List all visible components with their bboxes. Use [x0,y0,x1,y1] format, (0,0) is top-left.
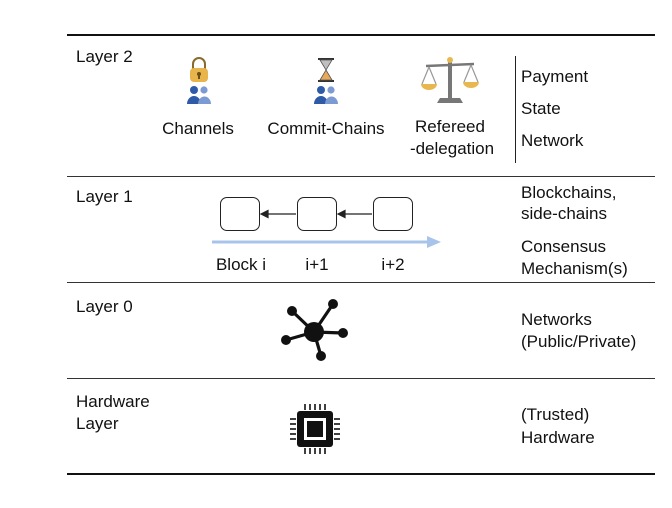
lock-users-icon [187,57,211,104]
chip-icon [290,404,340,454]
block-i-plus-2 [373,197,413,231]
layer1-name: Layer 1 [76,187,133,206]
layer2-name: Layer 2 [76,47,133,66]
block-i-label: Block i [215,255,267,274]
chain-arrow-2 [336,209,372,219]
layer1-right-a-2: side-chains [521,204,607,223]
block-i-plus-1 [297,197,337,231]
layer0-name: Layer 0 [76,297,133,316]
layer2-right-state: State [521,99,561,118]
technique-commit-chains-label: Commit-Chains [267,119,385,138]
layer0-right-1: Networks [521,310,592,329]
rule-hardware [67,378,655,379]
technique-channels-label: Channels [162,119,234,138]
hardware-right-2: Hardware [521,428,595,447]
layer1-right-b-2: Mechanism(s) [521,259,628,278]
block-i-plus-1-label: i+1 [305,255,329,274]
block-i-plus-2-label: i+2 [381,255,405,274]
bottom-rule [67,473,655,475]
layer2-separator [515,56,516,163]
rule-layer1 [67,176,655,177]
layer1-right-b-1: Consensus [521,237,607,256]
balance-scale-icon [421,57,479,103]
hourglass-users-icon [314,58,338,104]
time-arrow [212,236,441,248]
layer2-right-payment: Payment [521,67,589,86]
chain-arrow-1 [259,209,296,219]
hardware-name-2: Layer [76,414,119,433]
layer1-right-a-1: Blockchains, [521,183,617,202]
hardware-name-1: Hardware [76,392,150,411]
rule-layer0 [67,282,655,283]
layer0-right-2: (Public/Private) [521,332,637,351]
technique-refereed-label-1: Refereed [415,117,485,136]
top-rule [67,34,655,36]
layer2-right-network: Network [521,131,584,150]
technique-refereed-label-2: -delegation [409,139,495,158]
hardware-right-1: (Trusted) [521,405,590,424]
network-hub-icon [281,299,348,361]
block-i [220,197,260,231]
